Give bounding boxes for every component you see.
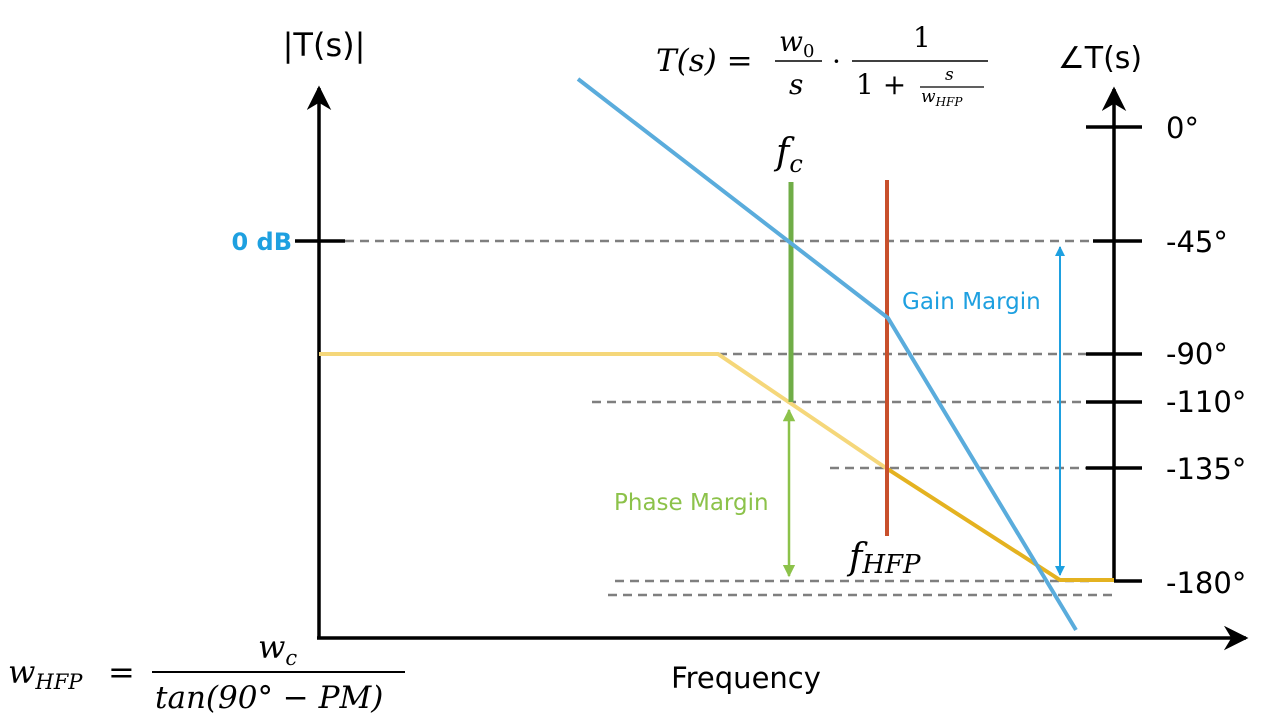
zero-db-label: 0 dB <box>231 228 292 256</box>
tf-whfp: wHFP <box>921 87 963 109</box>
tf-one-plus: 1 + <box>856 68 906 101</box>
phase-label-110: -110° <box>1166 385 1246 419</box>
dashed-reference-lines <box>345 239 1118 597</box>
gain-margin-label: Gain Margin <box>902 289 1041 315</box>
phase-curve-dark <box>884 466 1114 582</box>
whfp-equals: = <box>108 653 135 691</box>
tf-s: s <box>789 68 803 101</box>
whfp-lhs: wHFP <box>8 653 83 694</box>
phase-label-135: -135° <box>1166 452 1246 486</box>
phase-label-45: -45° <box>1166 225 1228 259</box>
magnitude-curve <box>576 77 1078 632</box>
phase-ticks <box>1086 125 1142 583</box>
tf-lhs: T(s) = <box>656 43 753 79</box>
tf-small-s: s <box>945 65 954 85</box>
phase-label-180: -180° <box>1166 566 1246 600</box>
phase-label-90: -90° <box>1166 337 1228 371</box>
whfp-equation: wHFP = wc tan(90° − PM) <box>8 628 405 716</box>
tf-one: 1 <box>913 21 931 54</box>
phase-axis-label: ∠T(s) <box>1058 41 1142 76</box>
whfp-denominator: tan(90° − PM) <box>155 680 383 716</box>
tf-dot: · <box>832 45 841 78</box>
tf-w0: w0 <box>779 25 814 62</box>
frequency-axis-label: Frequency <box>671 661 821 695</box>
fc-label: fc <box>773 132 803 178</box>
phase-label-0: 0° <box>1166 111 1199 145</box>
fhfp-label: fHFP <box>846 537 921 580</box>
magnitude-axis-label: |T(s)| <box>283 26 366 64</box>
phase-margin-label: Phase Margin <box>614 490 769 516</box>
phase-curve-light <box>319 352 888 470</box>
transfer-function-equation: T(s) = w0 s · 1 1 + s wHFP <box>656 21 988 109</box>
whfp-wc: wc <box>258 628 297 670</box>
phase-tick-labels: 0° -45° -90° -110° -135° -180° <box>1166 111 1246 600</box>
